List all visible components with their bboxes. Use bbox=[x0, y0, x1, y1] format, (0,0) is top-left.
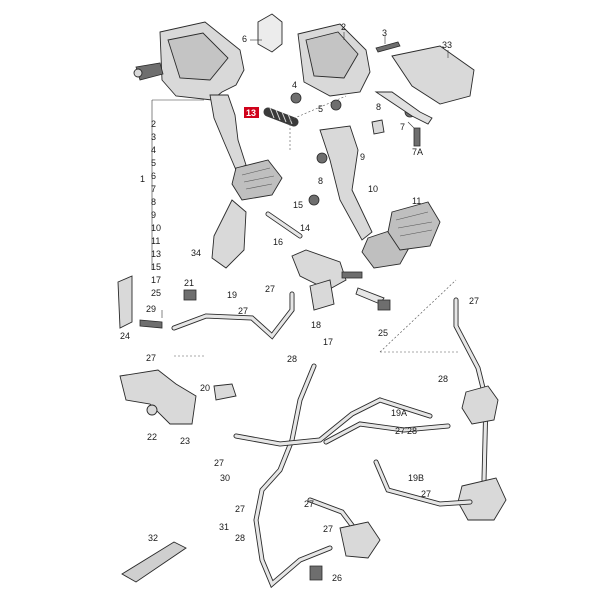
callout: 22 bbox=[147, 432, 157, 442]
clip-21 bbox=[183, 289, 197, 301]
callout: 10 bbox=[368, 184, 378, 194]
group-1-list-item: 4 bbox=[151, 145, 157, 155]
group-1-list-item: 25 bbox=[151, 288, 162, 298]
group-1-list-item: 9 bbox=[151, 210, 157, 220]
callout: 19 bbox=[227, 290, 237, 300]
callout: 27 bbox=[265, 284, 275, 294]
callout: 21 bbox=[184, 278, 194, 288]
callout: 24 bbox=[120, 331, 130, 341]
callout: 5 bbox=[318, 104, 323, 114]
group-1-list-item: 8 bbox=[151, 197, 157, 207]
slave-cylinder-23 bbox=[119, 369, 197, 425]
callout: 15 bbox=[293, 200, 303, 210]
nut-5 bbox=[330, 99, 342, 111]
gasket-outline bbox=[257, 13, 283, 53]
callout: 16 bbox=[273, 237, 283, 247]
group-1-list-item: 3 bbox=[151, 132, 157, 142]
group-1-list-item: 13 bbox=[151, 249, 162, 259]
callout: 19A bbox=[391, 408, 407, 418]
callout: 27 bbox=[304, 499, 314, 509]
callout: 9 bbox=[360, 152, 365, 162]
callout: 29 bbox=[146, 304, 156, 314]
callout: 2 bbox=[341, 22, 346, 32]
callout: 28 bbox=[438, 374, 448, 384]
bolt-29 bbox=[139, 319, 163, 329]
callout: 27ʼ28 bbox=[395, 426, 417, 436]
callout: 14 bbox=[300, 223, 310, 233]
callout: 27 bbox=[214, 458, 224, 468]
callout: 1 bbox=[140, 174, 145, 184]
clutch-pedal-arm bbox=[209, 94, 283, 201]
nut-4 bbox=[290, 92, 302, 104]
clutch-pedal-bracket bbox=[133, 21, 245, 101]
group-1-list-item: 5 bbox=[151, 158, 157, 168]
callout: 27 bbox=[235, 504, 245, 514]
master-cylinder bbox=[291, 249, 385, 305]
callout: 23 bbox=[180, 436, 190, 446]
callout: 28 bbox=[287, 354, 297, 364]
bolt-3 bbox=[375, 41, 401, 53]
highlight-label: 13 bbox=[246, 108, 256, 118]
brake-pedal-bracket bbox=[297, 23, 371, 97]
callout: 7A bbox=[412, 147, 423, 157]
group-1-list-item: 6 bbox=[151, 171, 157, 181]
group-1-list-item: 15 bbox=[151, 262, 162, 272]
callout: 27 bbox=[238, 306, 248, 316]
callout: 31 bbox=[219, 522, 229, 532]
highlight-badge bbox=[244, 107, 259, 118]
callout: 25 bbox=[378, 328, 388, 338]
brake-pedal-arm bbox=[319, 125, 441, 269]
group-1-list-item: 2 bbox=[151, 119, 157, 129]
callout: 20 bbox=[200, 383, 210, 393]
group-1-list-item: 7 bbox=[151, 184, 157, 194]
group-1-list-item: 10 bbox=[151, 223, 162, 233]
callout: 11 bbox=[412, 196, 421, 206]
callout: 27 bbox=[469, 296, 479, 306]
callout: 4 bbox=[292, 80, 297, 90]
bracket-34 bbox=[211, 199, 247, 269]
clip-15 bbox=[308, 194, 320, 206]
callout: 26 bbox=[332, 573, 342, 583]
pin-9 bbox=[371, 119, 385, 135]
clip-26 bbox=[309, 565, 323, 581]
callout: 33 bbox=[442, 40, 452, 50]
callout: 3 bbox=[382, 28, 387, 38]
group-1-list-item: 11 bbox=[151, 236, 161, 246]
callout: 27 bbox=[146, 353, 156, 363]
callout: 32 bbox=[148, 533, 158, 543]
callout: 18 bbox=[311, 320, 321, 330]
spring-13 bbox=[263, 107, 299, 127]
callout: 8 bbox=[318, 176, 323, 186]
callout: 28 bbox=[235, 533, 245, 543]
callout: 27 bbox=[323, 524, 333, 534]
connector-20 bbox=[213, 383, 237, 401]
callout: 7 bbox=[400, 122, 405, 132]
group-1-list-item: 17 bbox=[151, 275, 162, 285]
grease-tube-32 bbox=[121, 541, 187, 583]
reservoir-19a bbox=[461, 385, 499, 425]
callout: 6 bbox=[242, 34, 247, 44]
callout: 27 bbox=[421, 489, 431, 499]
bracket-18 bbox=[309, 279, 335, 311]
callout: 30 bbox=[220, 473, 230, 483]
bolt-7a bbox=[413, 127, 421, 147]
callout: 8 bbox=[376, 102, 381, 112]
bracket-33 bbox=[391, 45, 475, 105]
sensor-bottom bbox=[339, 521, 381, 559]
callout: 34 bbox=[191, 248, 201, 258]
bush-8a bbox=[316, 152, 328, 164]
callout: 17 bbox=[323, 337, 333, 347]
clip-25 bbox=[377, 299, 391, 311]
bracket-24 bbox=[117, 275, 133, 329]
group-1-list: 2 3 4 5 6 7 8 9 10 11 13 15 17 25 bbox=[151, 118, 171, 300]
callout: 19B bbox=[408, 473, 424, 483]
reservoir-19b bbox=[457, 477, 507, 521]
